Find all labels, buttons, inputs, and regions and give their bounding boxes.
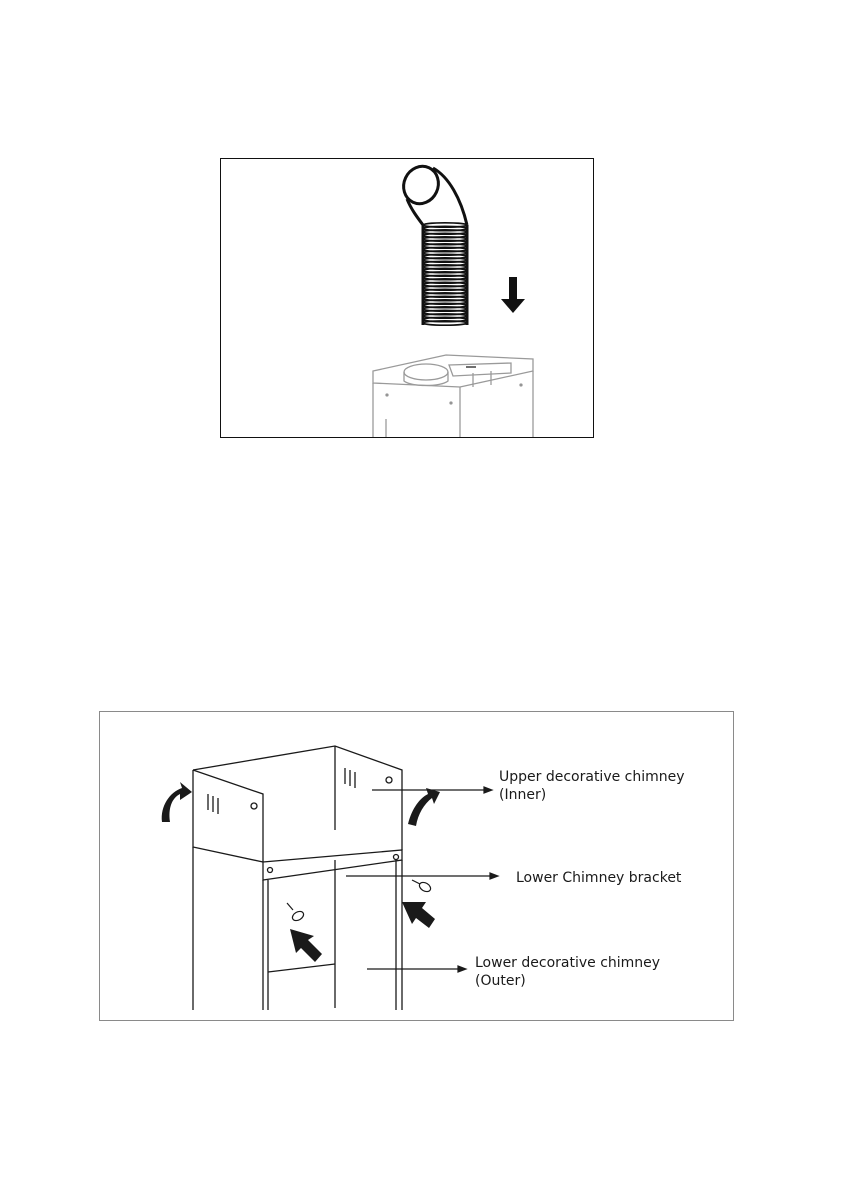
- flexible-duct: [423, 223, 467, 325]
- callout-label: (Inner): [499, 786, 685, 804]
- callout-upper-decorative-chimney: Upper decorative chimney (Inner): [499, 768, 685, 804]
- duct-elbow: [398, 161, 467, 225]
- callout-label: (Outer): [475, 972, 660, 990]
- rotate-arrow-icon: [162, 782, 440, 826]
- callout-lower-chimney-bracket: Lower Chimney bracket: [516, 869, 681, 887]
- callout-lower-decorative-chimney: Lower decorative chimney (Outer): [475, 954, 660, 990]
- callout-label: Upper decorative chimney: [499, 768, 685, 786]
- lower-decorative-chimney: [193, 847, 402, 1010]
- callout-label: Lower decorative chimney: [475, 954, 660, 972]
- upper-decorative-chimney: [193, 746, 402, 862]
- callout-label: Lower Chimney bracket: [516, 869, 681, 887]
- duct-installation-figure: [220, 158, 594, 438]
- hood-body: [373, 355, 533, 437]
- chimney-assembly-figure: Upper decorative chimney (Inner) Lower C…: [99, 711, 734, 1021]
- down-arrow-icon: [501, 277, 525, 313]
- duct-installation-drawing: [221, 159, 593, 437]
- push-arrow-icon: [290, 902, 435, 962]
- callout-leader-lines: [346, 787, 498, 972]
